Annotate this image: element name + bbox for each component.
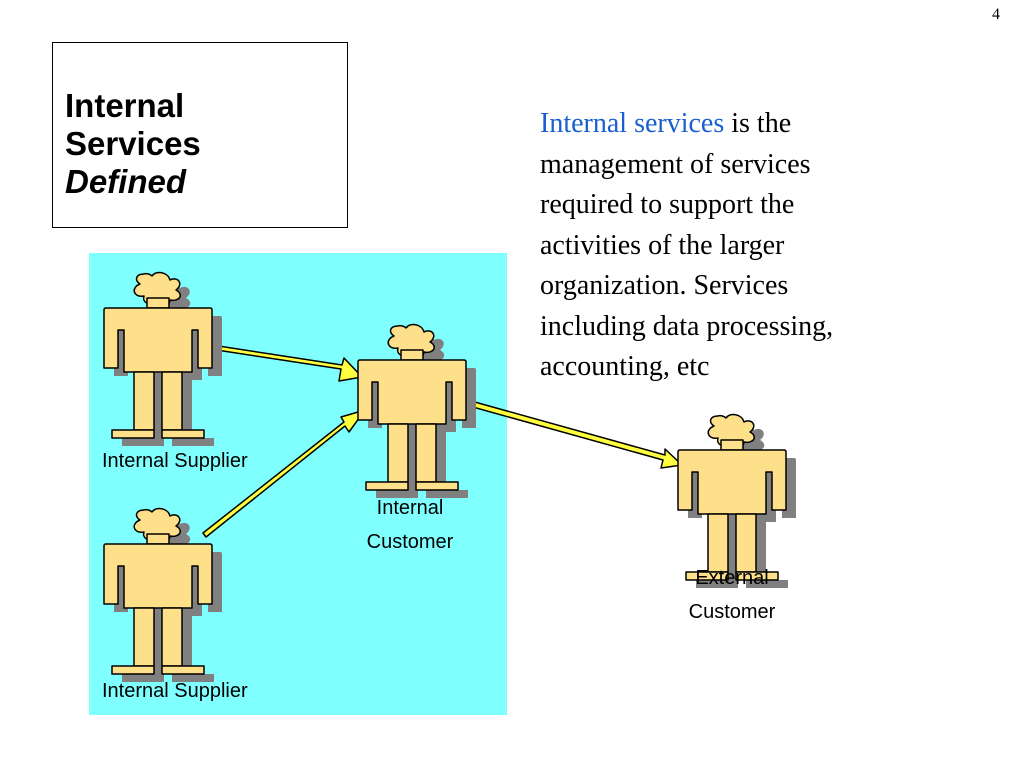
internal-supplier-top-label: Internal Supplier — [102, 450, 248, 472]
external-customer-label: External Customer — [674, 561, 790, 629]
external-customer-label-line-2: Customer — [688, 601, 776, 623]
page-number: 4 — [992, 6, 1000, 23]
definition-text: Internal services is the management of s… — [540, 104, 940, 388]
definition-line-1: Internal services is the — [540, 104, 940, 145]
title-line-2: Services — [65, 125, 201, 162]
page-title: Internal Services Defined — [65, 87, 201, 201]
external-customer-label-line-1: External — [695, 567, 769, 589]
definition-line-2: management of services — [540, 148, 811, 180]
definition-highlight: Internal services — [540, 108, 725, 139]
arrow-supplier-bottom-to-customer — [202, 409, 366, 538]
title-box: Internal Services Defined — [52, 42, 348, 228]
definition-line-7: accounting, etc — [540, 351, 710, 382]
definition-line-3: required to support the — [540, 189, 795, 220]
title-line-3: Defined — [65, 163, 187, 200]
definition-line-4: activities of the larger — [540, 229, 785, 261]
internal-customer-label-line-1: Internal — [376, 497, 444, 519]
definition-line-6: including data processing, — [540, 310, 834, 342]
internal-supplier-top-icon — [103, 271, 222, 446]
arrow-supplier-top-to-customer — [209, 344, 363, 382]
definition-line-1-rest: is the — [724, 108, 792, 139]
internal-customer-label-line-2: Customer — [366, 531, 454, 553]
internal-customer-label: Internal Customer — [352, 491, 468, 559]
arrow-internal-to-external — [461, 398, 683, 469]
internal-customer-icon — [357, 323, 476, 498]
title-line-1: Internal — [65, 87, 185, 124]
internal-supplier-bottom-label: Internal Supplier — [102, 680, 248, 702]
definition-line-5: organization. Services — [540, 270, 789, 301]
